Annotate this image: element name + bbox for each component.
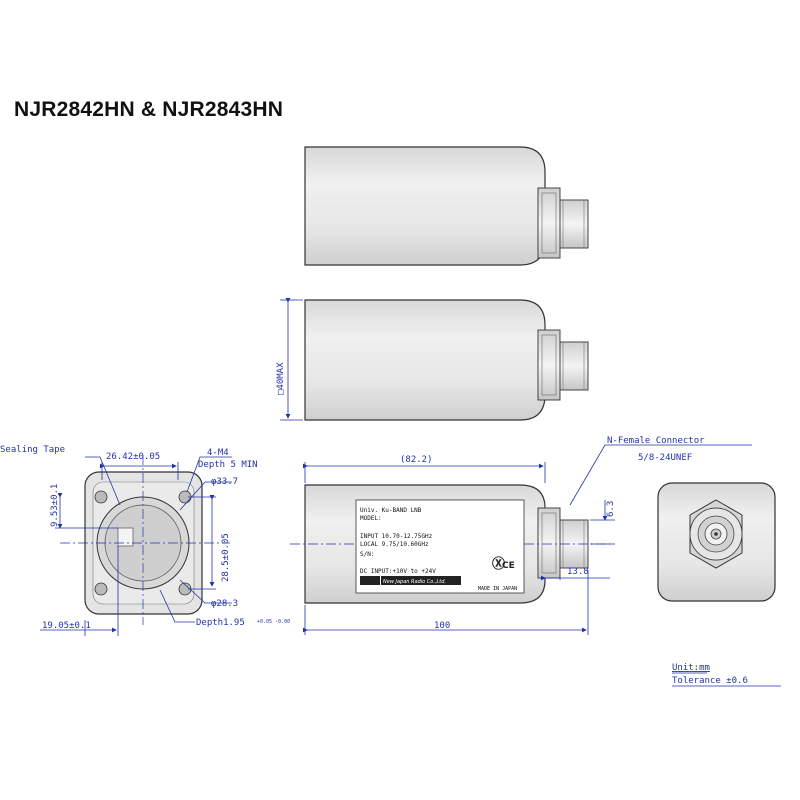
waveguide-width-dimension: 26.42±0.05 [106,452,160,462]
connector-length-dimension: 13.8 [567,567,589,577]
label-line-5: S/N: [360,551,374,558]
svg-text:Ⓧ: Ⓧ [492,556,505,572]
hole-spacing-dimension: 28.5±0.05 [221,533,231,582]
waveguide-height-dimension: 9.53±0.1 [50,484,60,527]
groove-depth-dimension: Depth1.95 [196,618,245,628]
sealing-tape-label: Sealing Tape [0,445,65,455]
label-line-4: LOCAL 9.75/10.60GHz [360,541,429,548]
height-max-dimension: □40MAX [276,362,286,395]
unit-label: Unit:mm [672,663,710,673]
main-body-view: Ⓧ CE [290,484,610,604]
screw-depth-label: Depth 5 MIN [198,460,258,470]
label-line-3: INPUT 10.70-12.75GHz [360,533,433,540]
thread-spec-label: 5/8-24UNEF [638,453,692,463]
connector-label: N-Female Connector [607,436,705,446]
end-view [657,482,776,602]
groove-depth-tolerance: +0.05 -0.00 [257,619,290,625]
page-title: NJR2842HN & NJR2843HN [14,98,284,121]
body-dimensions [303,444,752,635]
label-maker: New Japan Radio Co.,Ltd. [383,579,446,585]
flange-offset-dimension: 19.05±0.1 [42,621,91,631]
svg-text:CE: CE [502,561,515,571]
side-view: □40MAX [276,298,589,421]
inner-diameter-dimension: φ28.3 [211,599,238,609]
label-line-6: DC INPUT:+10V to +24V [360,568,436,575]
total-length-dimension: 100 [434,621,450,631]
label-line-2: MODEL: [360,515,382,522]
flange-view [40,455,232,636]
tolerance-label: Tolerance ±0.6 [672,676,748,686]
outer-diameter-dimension: φ33.7 [211,477,238,487]
connector-offset-dimension: 6.3 [606,501,616,517]
label-line-1: Univ. Ku-BAND LNB [360,507,422,514]
top-view-upper [304,146,589,266]
label-made-in: MADE IN JAPAN [478,586,517,592]
reference-length-dimension: (82.2) [400,455,433,465]
screw-spec-label: 4-M4 [207,448,229,458]
